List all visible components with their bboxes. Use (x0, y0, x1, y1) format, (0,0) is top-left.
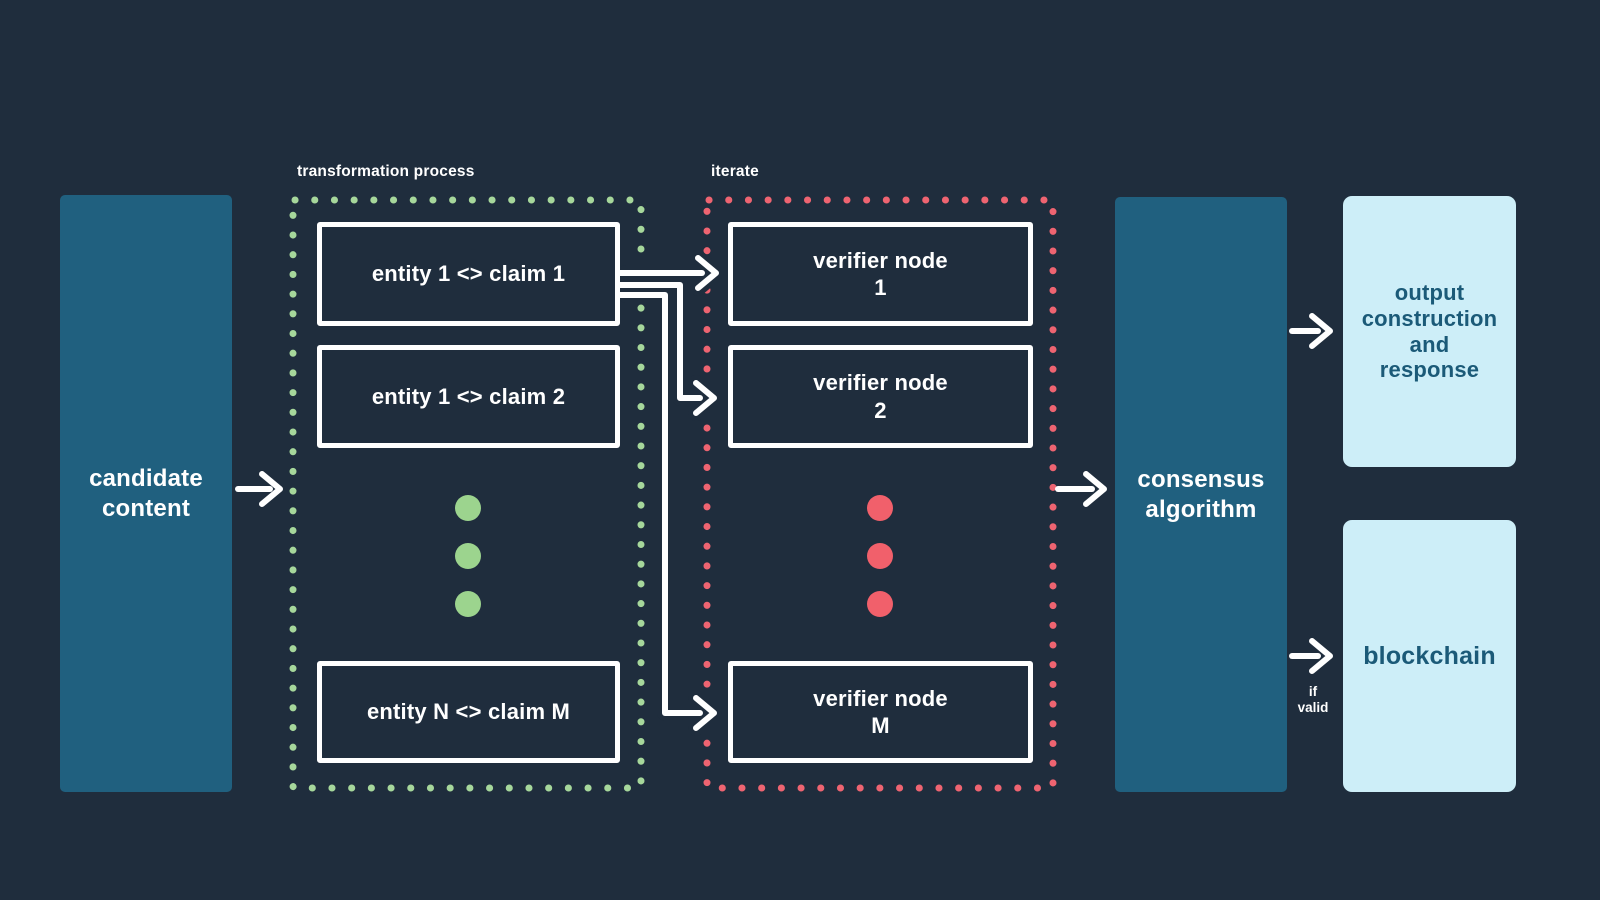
ellipsis-dot-green-2 (455, 543, 481, 569)
node-output-construction: output construction and response (1343, 196, 1516, 467)
node-candidate-content: candidate content (60, 195, 232, 792)
node-blockchain: blockchain (1343, 520, 1516, 792)
node-verifier-2: verifier node 2 (728, 345, 1033, 448)
ellipsis-dot-green-3 (455, 591, 481, 617)
node-entity1-claim2: entity 1 <> claim 2 (317, 345, 620, 448)
ellipsis-dot-red-1 (867, 495, 893, 521)
arrowhead-candidate-to-transformation (259, 471, 283, 507)
arrow-claim-to-verifier-2 (612, 282, 703, 401)
ellipsis-dot-red-3 (867, 591, 893, 617)
ellipsis-dot-green-1 (455, 495, 481, 521)
arrow-claim-to-verifier-m (612, 292, 703, 716)
connector-underlay (618, 250, 724, 736)
iterate-label: iterate (711, 163, 759, 180)
arrowhead-output (1309, 313, 1333, 349)
arrowhead-verifier-1 (695, 255, 719, 291)
ellipsis-dot-red-2 (867, 543, 893, 569)
arrowhead-verifier-2 (693, 380, 717, 416)
node-entity1-claim1: entity 1 <> claim 1 (317, 222, 620, 326)
arrowhead-verifier-m (693, 695, 717, 731)
node-verifier-M: verifier node M (728, 661, 1033, 763)
arrowhead-consensus (1083, 471, 1107, 507)
if-valid-label: if valid (1297, 684, 1329, 716)
node-verifier-1: verifier node 1 (728, 222, 1033, 326)
arrowhead-blockchain (1309, 638, 1333, 674)
node-consensus-algorithm: consensus algorithm (1115, 197, 1287, 792)
transformation-process-label: transformation process (297, 163, 475, 180)
node-entityN-claimM: entity N <> claim M (317, 661, 620, 763)
